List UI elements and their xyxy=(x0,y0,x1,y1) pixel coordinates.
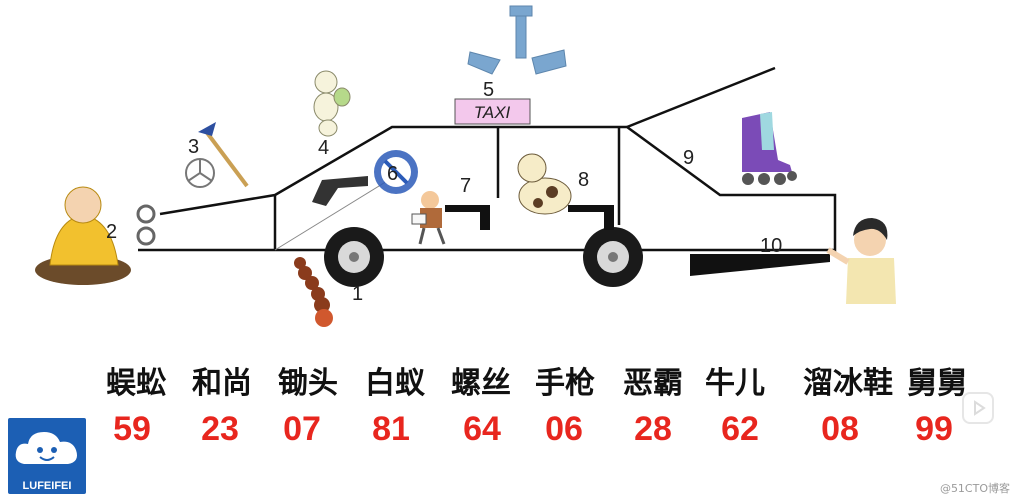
word-label-5: 螺丝 xyxy=(451,366,511,401)
play-icon xyxy=(974,400,986,416)
hoe-illustration xyxy=(185,122,249,188)
play-button[interactable] xyxy=(962,392,994,424)
marker-9: 9 xyxy=(683,147,694,169)
door-handle-rear xyxy=(568,205,614,230)
word-label-10: 舅舅 xyxy=(907,366,967,401)
uncle-illustration xyxy=(826,218,896,304)
marker-7: 7 xyxy=(460,175,471,197)
number-label-2: 23 xyxy=(201,410,239,448)
taxi-sign-text: TAXI xyxy=(474,103,511,122)
word-label-1: 蜈蚣 xyxy=(106,366,166,401)
number-label-8: 62 xyxy=(721,410,759,448)
number-label-5: 64 xyxy=(463,410,501,448)
gun-illustration xyxy=(312,150,418,206)
brand-logo-text: LUFEIFEI xyxy=(22,480,72,492)
number-label-10: 99 xyxy=(915,410,953,448)
marker-4: 4 xyxy=(318,137,329,159)
word-label-7: 恶霸 xyxy=(623,366,683,401)
taxi-car-outline xyxy=(138,66,837,252)
monk-illustration xyxy=(35,186,131,285)
word-label-3: 锄头 xyxy=(278,366,338,401)
marker-1: 1 xyxy=(352,283,363,305)
spoiler-shape xyxy=(690,254,830,276)
glasses-illustration xyxy=(136,204,156,246)
marker-6: 6 xyxy=(387,163,398,185)
roller-skate-illustration xyxy=(742,112,797,185)
centipede-illustration xyxy=(294,257,333,327)
rear-wheel xyxy=(583,227,643,287)
marker-2: 2 xyxy=(106,221,117,243)
door-handle-front xyxy=(445,205,490,230)
marker-10: 10 xyxy=(760,235,782,257)
word-label-6: 手枪 xyxy=(535,366,595,401)
number-label-7: 28 xyxy=(634,410,672,448)
word-label-9: 溜冰鞋 xyxy=(803,366,893,401)
number-label-9: 08 xyxy=(821,410,859,448)
word-label-2: 和尚 xyxy=(192,366,252,401)
watermark: @51CTO博客 xyxy=(939,482,1010,495)
word-label-4: 白蚁 xyxy=(365,366,425,401)
cow-illustration xyxy=(517,153,572,215)
word-label-8: 牛儿 xyxy=(705,366,765,401)
brand-logo: LUFEIFEI xyxy=(8,418,86,494)
taxi-sign: TAXI xyxy=(454,98,531,125)
cloud-face-icon xyxy=(15,432,77,464)
number-label-1: 59 xyxy=(113,410,151,448)
number-markers: 1 2 3 4 5 6 7 8 9 10 xyxy=(106,79,782,305)
marker-5: 5 xyxy=(483,79,494,101)
ant-illustration xyxy=(313,70,351,137)
number-label-3: 07 xyxy=(283,410,321,448)
number-label-4: 81 xyxy=(372,410,410,448)
number-label-6: 06 xyxy=(545,410,583,448)
marker-3: 3 xyxy=(188,136,199,158)
bully-illustration xyxy=(411,191,446,245)
front-wheel xyxy=(324,227,384,287)
marker-8: 8 xyxy=(578,169,589,191)
screw-illustration xyxy=(467,5,567,75)
